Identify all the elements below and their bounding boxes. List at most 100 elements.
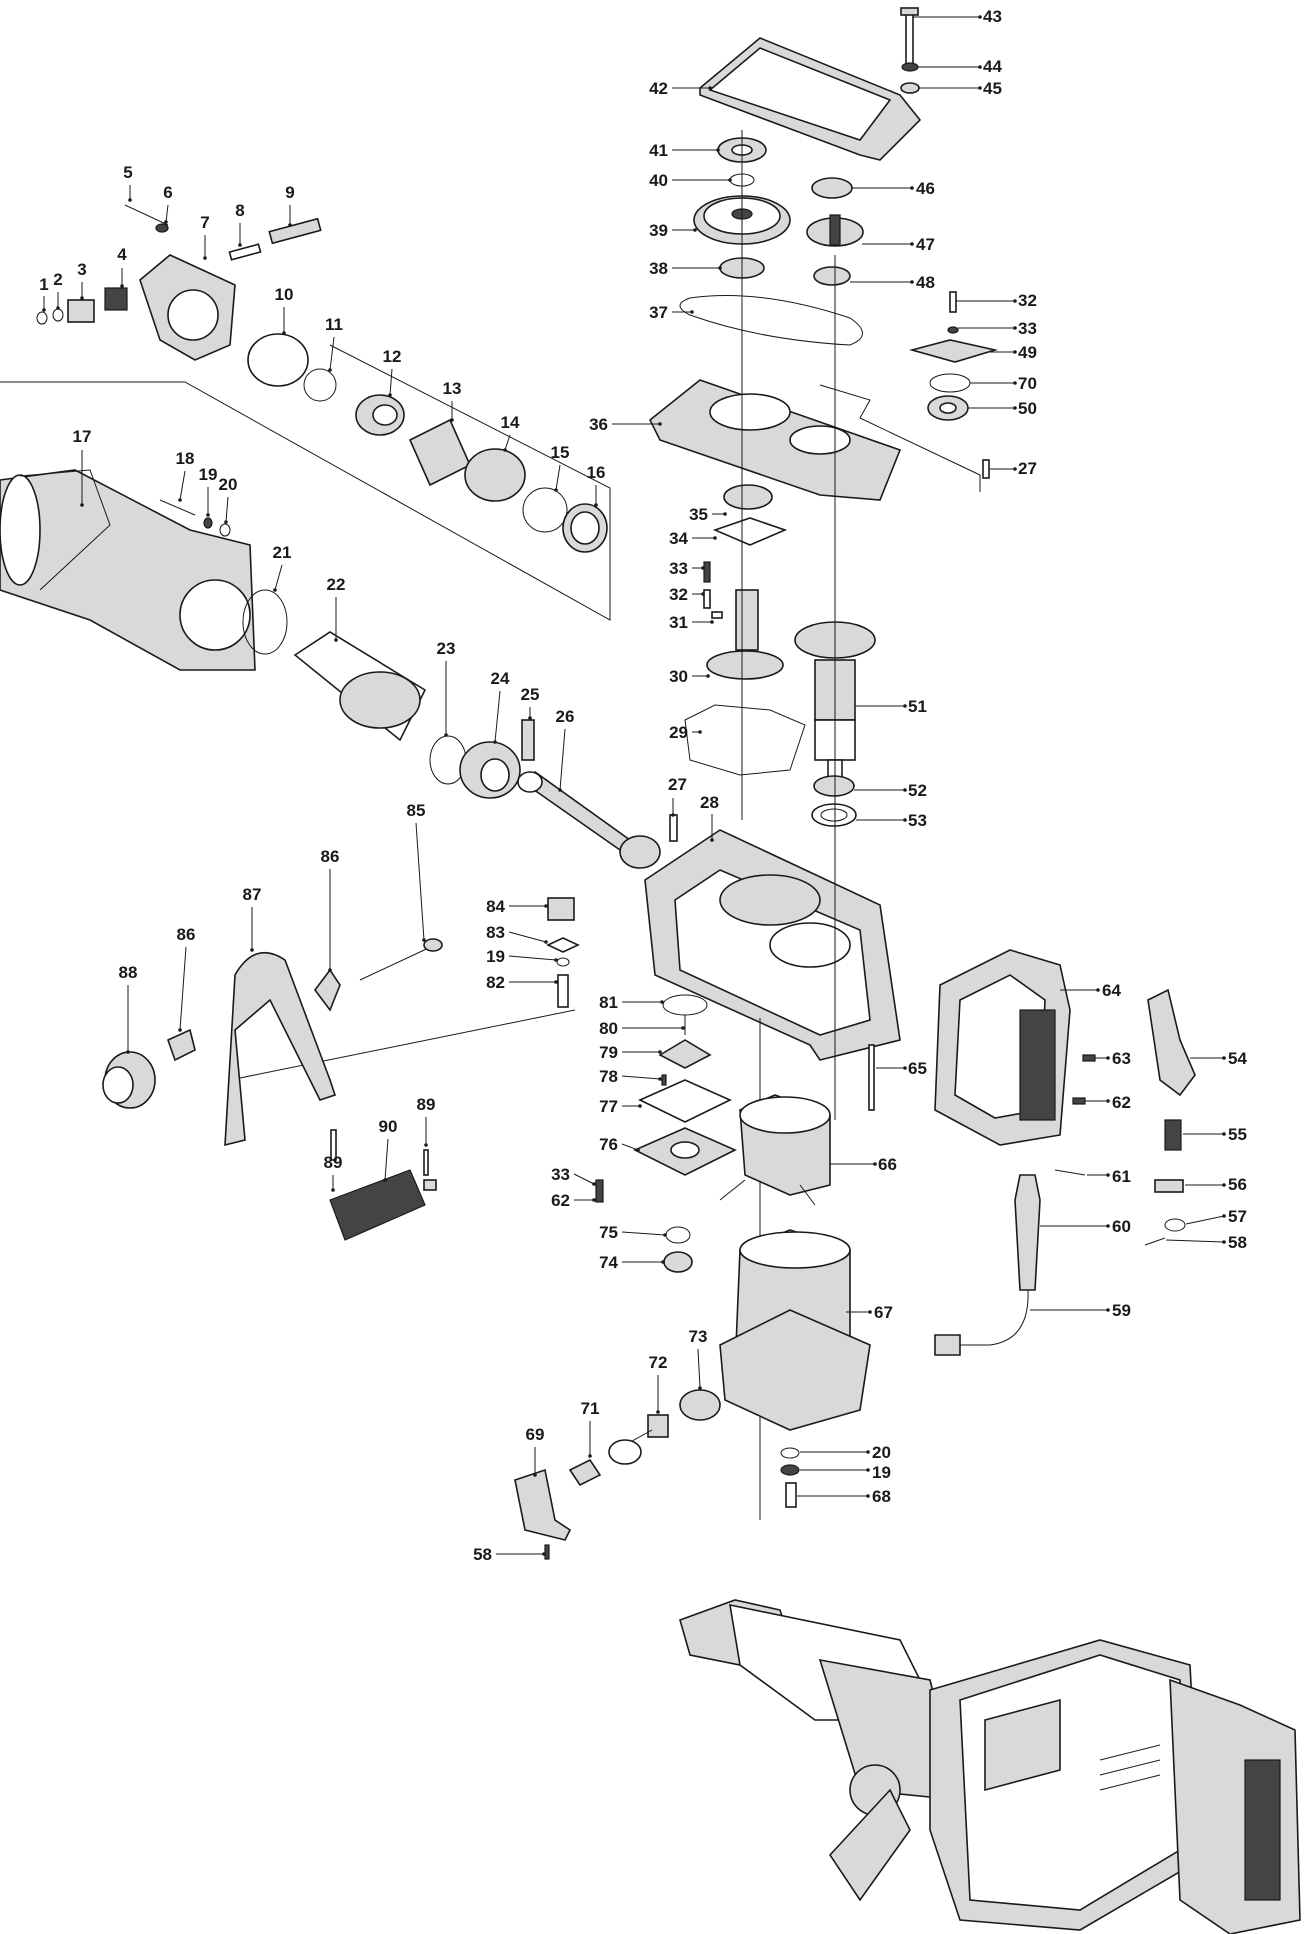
leader-dot-5 [128,198,132,202]
part-callout-85: 85 [407,801,426,820]
motor-housing-assembly [719,1094,871,1508]
leader-dot-56 [1222,1183,1226,1187]
part-callout-7: 7 [200,213,209,232]
part-callout-44: 44 [983,57,1002,76]
part-callout-76: 76 [599,1135,618,1154]
part-callout-2: 2 [53,270,62,289]
leader-dot-11 [328,368,332,372]
leader-dot-4 [120,284,124,288]
leader-line-83 [508,931,547,943]
part-callout-47: 47 [916,235,935,254]
leader-dot-8 [238,243,242,247]
leader-dot-22 [334,638,338,642]
leader-dot-87 [250,948,254,952]
leader-dot-60 [1106,1224,1110,1228]
leader-dot-76 [636,1148,640,1152]
leader-dot-23 [444,733,448,737]
part-callout-24: 24 [491,669,510,688]
rear-handle-assembly [868,949,1196,1356]
leader-dot-58b [542,1552,546,1556]
leader-dot-20a [224,520,228,524]
leader-dot-30 [706,674,710,678]
part-callout-40: 40 [649,171,668,190]
side-handle-assembly [102,938,443,1241]
part-callout-34: 34 [669,529,688,548]
leader-dot-74 [661,1260,665,1264]
part-callout-10: 10 [275,285,294,304]
leader-dot-33c [592,1182,596,1186]
leader-line-75 [621,1231,666,1236]
part-callout-41: 41 [649,141,668,160]
leader-dot-33b [701,566,705,570]
part-callout-54: 54 [1228,1049,1247,1068]
leader-dot-57 [1222,1214,1226,1218]
part-callout-17: 17 [73,427,92,446]
leader-dot-89b [331,1188,335,1192]
part-callout-5: 5 [123,163,132,182]
part-callout-20a: 20 [219,475,238,494]
leader-dot-46 [910,186,914,190]
part-callout-60: 60 [1112,1217,1131,1236]
part-callout-48: 48 [916,273,935,292]
part-callout-88: 88 [119,963,138,982]
part-callout-86b: 86 [177,925,196,944]
part-callout-8: 8 [235,201,244,220]
leader-dot-68 [866,1494,870,1498]
part-callout-87: 87 [243,885,262,904]
part-callout-33a: 33 [1018,319,1037,338]
leader-dot-10 [282,331,286,335]
leader-dot-62b [1106,1099,1110,1103]
leader-line-14 [504,434,511,451]
part-callout-61: 61 [1112,1167,1131,1186]
part-callout-27a: 27 [1018,459,1037,478]
leader-dot-53 [903,818,907,822]
leader-dot-71 [588,1454,592,1458]
part-callout-12: 12 [383,347,402,366]
leader-dot-52 [903,788,907,792]
leader-dot-86b [178,1028,182,1032]
leader-line-26 [559,728,566,791]
part-callout-89a: 89 [417,1095,436,1114]
part-callout-69: 69 [526,1425,545,1444]
part-callout-56: 56 [1228,1175,1247,1194]
part-callout-81: 81 [599,993,618,1012]
leader-line-73 [697,1348,701,1389]
part-callout-14: 14 [501,413,520,432]
part-callout-68: 68 [872,1487,891,1506]
part-callout-27b: 27 [668,775,687,794]
part-callout-32a: 32 [1018,291,1037,310]
part-callout-21: 21 [273,543,292,562]
leader-dot-38 [718,266,722,270]
leader-dot-32a [1013,299,1017,303]
part-callout-16: 16 [587,463,606,482]
part-callout-1: 1 [39,275,48,294]
leader-dot-45 [978,86,982,90]
leader-dot-59 [1106,1308,1110,1312]
leader-dot-19a [206,513,210,517]
part-callout-83: 83 [486,923,505,942]
part-callout-49: 49 [1018,343,1037,362]
leader-line-15 [555,464,561,491]
part-callout-33b: 33 [669,559,688,578]
part-callout-26: 26 [556,707,575,726]
assembled-hammer-illustration [679,1599,1301,1934]
leader-dot-63 [1106,1056,1110,1060]
part-callout-35: 35 [689,505,708,524]
part-callout-6: 6 [163,183,172,202]
leader-dot-7 [203,256,207,260]
leader-dot-54 [1222,1056,1226,1060]
leader-dot-2 [56,306,60,310]
part-callout-90: 90 [379,1117,398,1136]
leader-dot-66 [873,1162,877,1166]
part-callout-73: 73 [689,1327,708,1346]
brush-holder-assembly [514,1389,721,1560]
part-callout-38: 38 [649,259,668,278]
part-callout-19c: 19 [872,1463,891,1482]
leader-dot-67 [868,1310,872,1314]
part-callout-58a: 58 [1228,1233,1247,1252]
leader-dot-49 [1013,350,1017,354]
leader-dot-82 [554,980,558,984]
leader-dot-24 [493,740,497,744]
leader-line-76 [621,1143,639,1151]
